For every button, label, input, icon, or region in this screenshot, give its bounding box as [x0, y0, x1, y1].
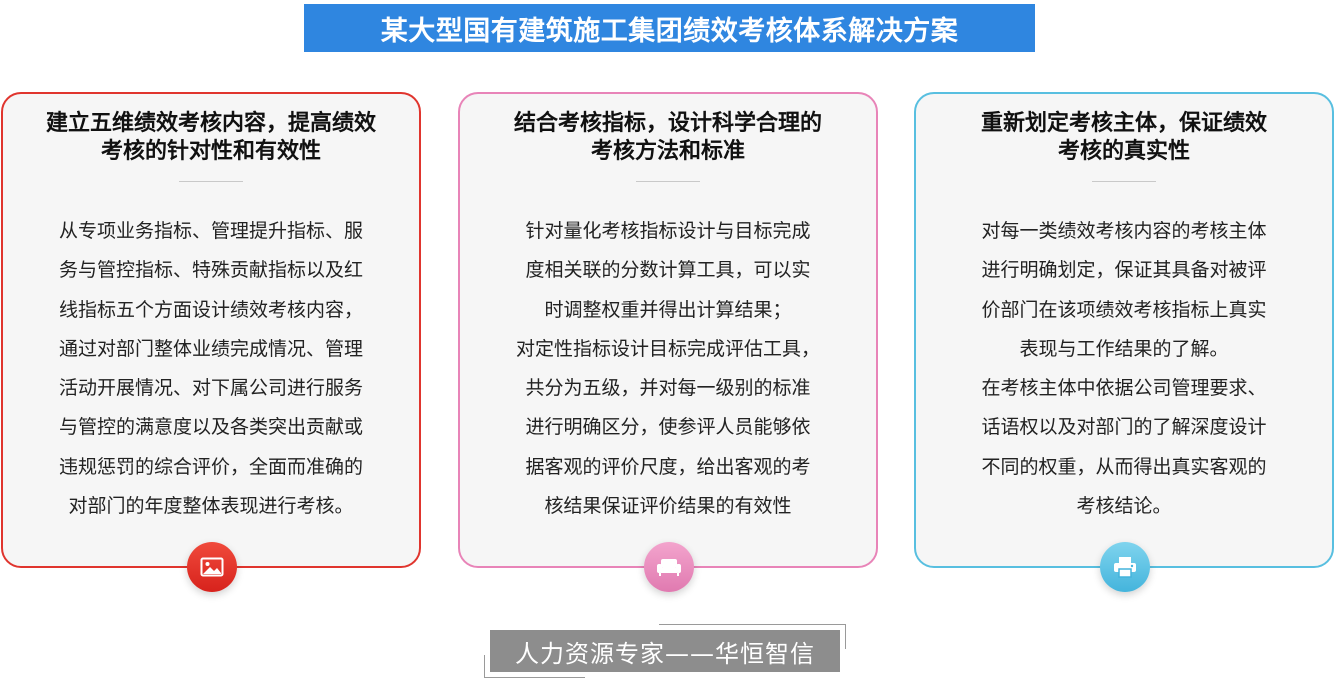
card-performance-content: 建立五维绩效考核内容，提高绩效 考核的针对性和有效性 从专项业务指标、管理提升指… [1, 92, 421, 568]
page-title-banner: 某大型国有建筑施工集团绩效考核体系解决方案 [304, 4, 1035, 52]
card-title: 建立五维绩效考核内容，提高绩效 考核的针对性和有效性 [45, 111, 376, 164]
logo-frame-bottom [484, 655, 585, 678]
card-divider [636, 181, 700, 182]
logo-frame-top [659, 624, 846, 649]
footer-logo: 人力资源专家——华恒智信 [484, 624, 846, 678]
card-body: 针对量化考核指标设计与目标完成 度相关联的分数计算工具，可以实 时调整权重并得出… [515, 220, 820, 518]
card-assessment-method: 结合考核指标，设计科学合理的 考核方法和标准 针对量化考核指标设计与目标完成 度… [458, 92, 878, 568]
image-icon [187, 542, 237, 592]
card-assessment-subject: 重新划定考核主体，保证绩效 考核的真实性 对每一类绩效考核内容的考核主体 进行明… [914, 92, 1334, 568]
logo-text: 人力资源专家——华恒智信 [490, 630, 840, 672]
card-title: 结合考核指标，设计科学合理的 考核方法和标准 [513, 111, 822, 164]
printer-icon [1100, 542, 1150, 592]
sofa-icon [644, 542, 694, 592]
card-body: 从专项业务指标、管理提升指标、服 务与管控指标、特殊贡献指标以及红 线指标五个方… [58, 220, 363, 518]
card-body: 对每一类绩效考核内容的考核主体 进行明确划定，保证其具备对被评 价部门在该项绩效… [981, 220, 1267, 518]
card-divider [1092, 181, 1156, 182]
card-title: 重新划定考核主体，保证绩效 考核的真实性 [980, 111, 1267, 164]
page-title: 某大型国有建筑施工集团绩效考核体系解决方案 [380, 15, 959, 47]
card-divider [179, 181, 243, 182]
